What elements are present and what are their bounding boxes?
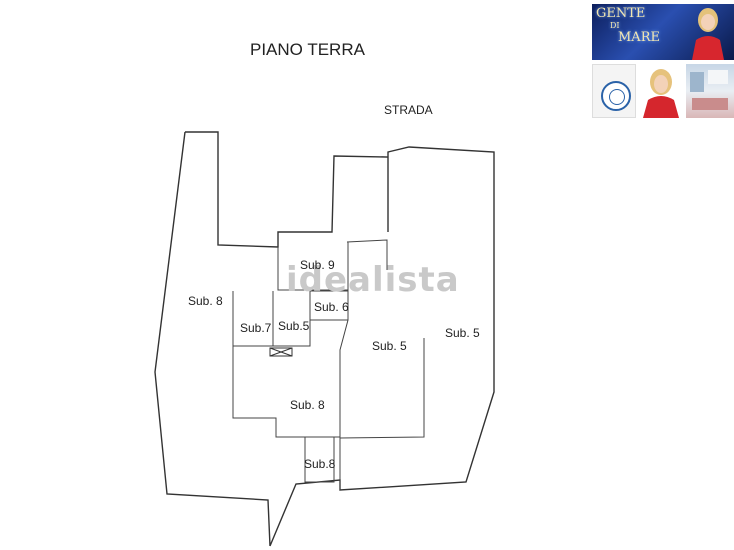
floor-title: PIANO TERRA (250, 40, 366, 59)
room-label-sub5-center: Sub. 5 (372, 339, 407, 353)
room-label-sub8-left: Sub. 8 (188, 294, 223, 308)
room-label-sub5-small: Sub.5 (278, 319, 310, 333)
interior-photo (690, 70, 728, 110)
agency-logo: GENTE DI MARE (596, 6, 660, 45)
thumbnail-row (592, 64, 734, 118)
room-label-sub8-center: Sub. 8 (290, 398, 325, 412)
street-label: STRADA (384, 103, 433, 117)
room-label-sub7: Sub.7 (240, 321, 272, 335)
thumbnail-certificate[interactable] (592, 64, 636, 118)
stair-symbol (269, 347, 293, 357)
agent-portrait (643, 69, 679, 118)
room-label-sub9: Sub. 9 (300, 258, 335, 272)
room-label-sub5-right: Sub. 5 (445, 326, 480, 340)
interior-walls (232, 239, 425, 490)
agent-photo (692, 8, 724, 60)
seal-icon (601, 81, 631, 111)
outer-boundary (154, 131, 495, 547)
watermark-text: idealista (286, 260, 460, 300)
thumbnail-interior[interactable] (686, 64, 734, 118)
thumbnail-agency-banner[interactable]: GENTE DI MARE (592, 4, 734, 60)
thumbnail-agent[interactable] (638, 64, 684, 118)
room-label-sub6: Sub. 6 (314, 300, 349, 314)
room-label-sub8-bottom: Sub.8 (304, 457, 336, 471)
